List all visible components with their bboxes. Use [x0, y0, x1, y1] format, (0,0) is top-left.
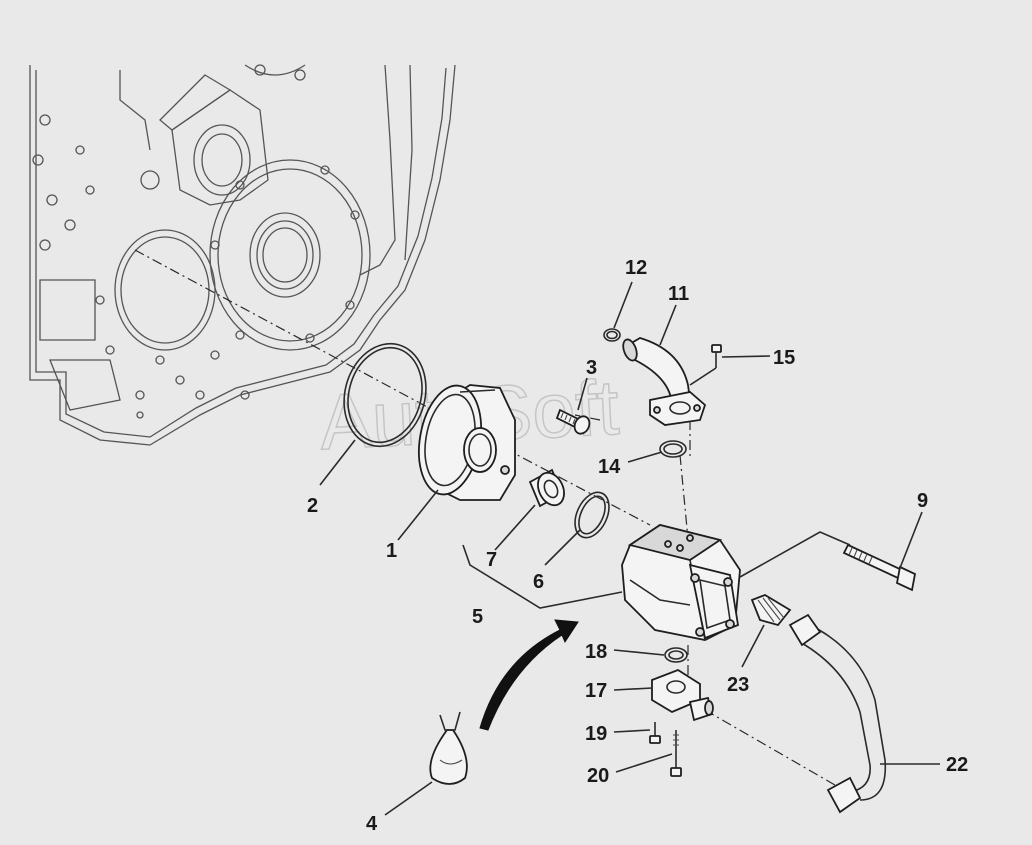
engine-block-drawing: [29, 64, 456, 446]
callout-2: 2: [307, 495, 318, 517]
part-12-o-ring: [603, 328, 621, 342]
callout-23: 23: [727, 674, 749, 696]
part-4-sealant-bag: [429, 711, 468, 785]
callout-18: 18: [585, 641, 607, 663]
part-1-adaptor-flange: [418, 384, 516, 501]
callout-9: 9: [917, 490, 928, 512]
part-5-pump-body: [621, 524, 741, 641]
part-3-bolt: [555, 408, 591, 435]
part-7-coupling: [528, 468, 565, 508]
assembly-centre-lines: [134, 249, 836, 786]
part-22-pressure-pipe: [788, 613, 887, 814]
callout-15: 15: [773, 347, 795, 369]
part-6-o-ring: [574, 491, 610, 539]
callout-7: 7: [486, 549, 497, 571]
callout-17: 17: [585, 680, 607, 702]
callout-3: 3: [586, 357, 597, 379]
callout-4: 4: [366, 813, 378, 835]
callout-19: 19: [585, 723, 607, 745]
part-9-long-bolt: [842, 543, 917, 592]
callout-labels: 1 2 3 4 5 6 7 9 11 12 14 15 17 18 19 20 …: [307, 257, 968, 835]
part-11-suction-elbow: [622, 337, 707, 426]
callout-6: 6: [533, 571, 544, 593]
callout-14: 14: [598, 456, 621, 478]
callout-1: 1: [386, 540, 397, 562]
callout-22: 22: [946, 754, 968, 776]
part-19-screw: [649, 722, 661, 744]
callout-12: 12: [625, 257, 647, 279]
part-18-o-ring: [664, 647, 688, 663]
callout-20: 20: [587, 765, 609, 787]
part-17-pressure-flange: [651, 668, 714, 722]
part-23-union: [750, 594, 792, 627]
leader-lines: [319, 281, 940, 816]
curved-arrow-icon: [479, 619, 579, 731]
part-14-o-ring: [659, 440, 687, 458]
part-2-o-ring: [343, 342, 427, 448]
part-15-screw: [711, 344, 722, 368]
callout-11: 11: [668, 283, 689, 305]
callout-5: 5: [472, 606, 483, 628]
part-20-long-screw: [670, 730, 682, 777]
